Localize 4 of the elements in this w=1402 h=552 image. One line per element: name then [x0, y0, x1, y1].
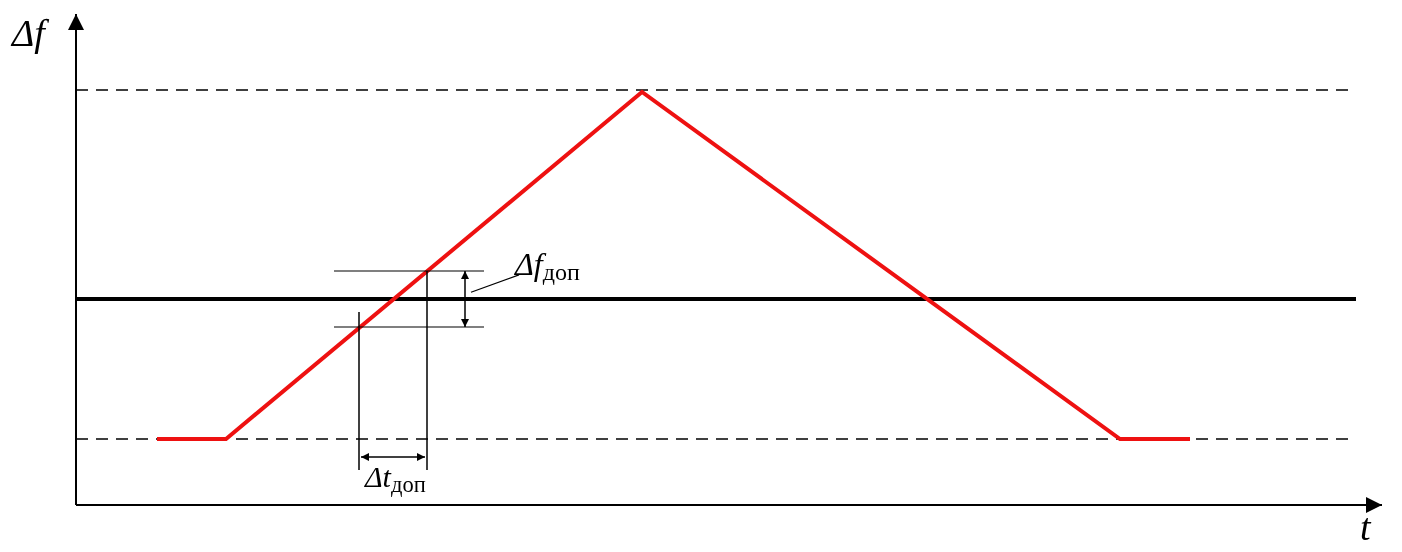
axis-label: t	[1360, 508, 1371, 546]
leader-line	[470, 274, 520, 293]
tolerance-label: Δf$_{доп}$	[515, 248, 580, 284]
tolerance-label: Δt$_{доп}$	[365, 462, 426, 496]
